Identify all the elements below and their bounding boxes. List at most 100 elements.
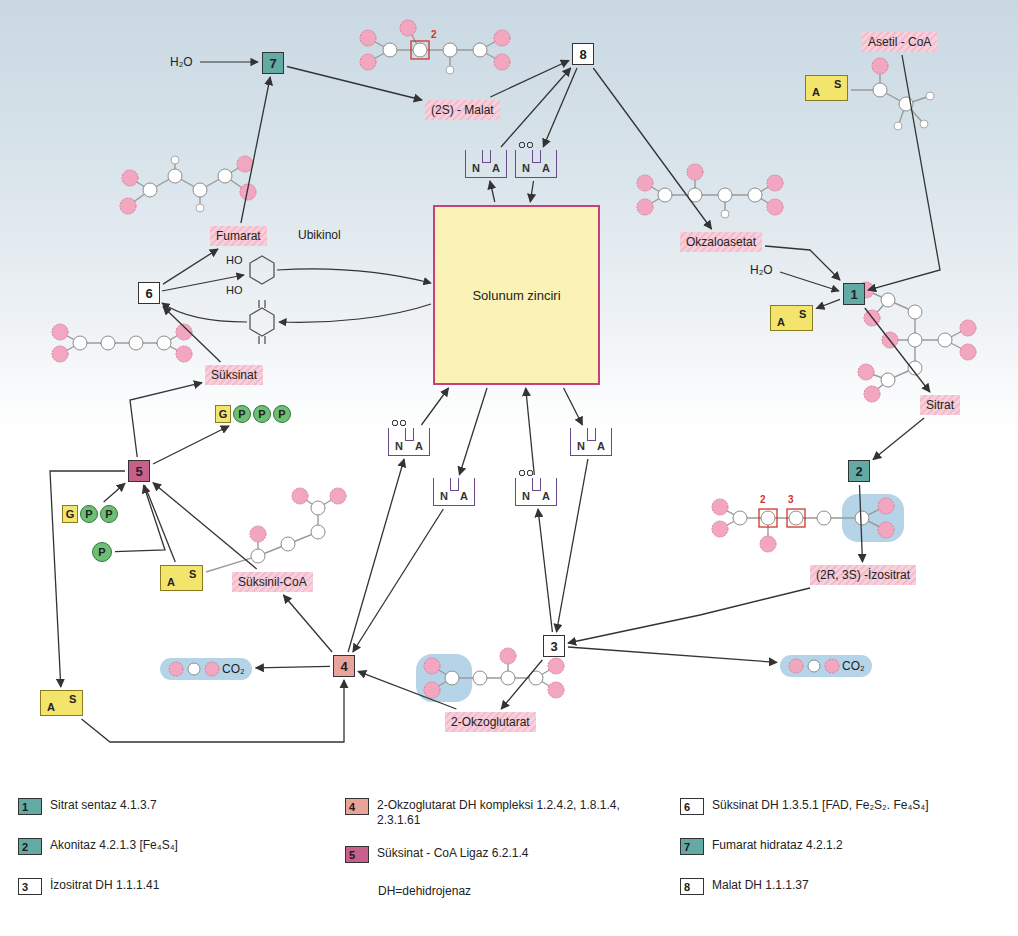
reaction-arrow [490, 61, 569, 98]
succinyl-coa-structure [206, 496, 338, 572]
reaction-arrow [287, 67, 422, 101]
symbol-letter: P [233, 405, 251, 423]
co2-molecule [160, 655, 872, 680]
legend-swatch: 6 [680, 798, 704, 815]
citrate-structure [960, 344, 976, 360]
symbol-letter: A [812, 86, 820, 98]
arrow-line [873, 418, 924, 460]
enzyme-number-box: 4 [333, 655, 355, 677]
malate-structure [360, 20, 510, 74]
co2-molecule [160, 658, 252, 680]
isocitrate-structure [789, 511, 803, 525]
arrow-line [593, 68, 711, 229]
legend-number: 4 [349, 801, 355, 813]
enzyme-number: 4 [340, 659, 347, 674]
enzyme-number-box: 3 [543, 635, 565, 657]
arrow-line [501, 660, 542, 709]
metabolite-name: (2S) - Malat [431, 103, 494, 117]
legend-text: İzositrat DH 1.1.1.41 [50, 878, 159, 893]
legend-text: Fumarat hidrataz 4.2.1.2 [712, 838, 843, 853]
reaction-arrow [153, 483, 257, 569]
citrate-structure [908, 333, 922, 347]
oxaloacetate-structure [637, 175, 653, 191]
acetyl-coa-structure [872, 58, 888, 74]
nad-symbol: NA [433, 478, 475, 506]
arrow-line [868, 55, 940, 290]
reaction-arrow [557, 459, 588, 632]
malate-structure [473, 43, 487, 57]
metabolite-label: Okzaloasetat [680, 232, 762, 252]
acetyl-coa-structure [920, 120, 928, 128]
metabolite-name: Süksinil-CoA [238, 575, 307, 589]
enzyme-number-box: 2 [848, 460, 870, 482]
co2-band: CO₂ [780, 655, 873, 677]
reaction-arrow [568, 647, 777, 662]
molecule-formula: CO₂ [222, 662, 245, 676]
fumarate-structure [143, 183, 157, 197]
succinate-structure [52, 346, 68, 362]
symbol-letter: A [597, 440, 605, 452]
citrate-structure [881, 373, 895, 387]
legend-text: Sitrat sentaz 4.1.3.7 [50, 798, 157, 813]
legend-item: 6Süksinat DH 1.3.5.1 [FAD, Fe₂S₂. Fe₄S₄] [680, 798, 929, 815]
acetyl-coa-structure [926, 92, 934, 100]
succinate-structure [157, 336, 171, 350]
symbol-letter: S [69, 693, 76, 705]
acetyl-coa-structure [873, 83, 887, 97]
malate-structure [360, 54, 376, 70]
reaction-arrow [530, 181, 533, 202]
oxoglutarate-structure [548, 682, 564, 698]
symbol-letter: N [522, 162, 530, 174]
succinyl-coa-structure [330, 488, 346, 504]
symbol-letter: A [47, 701, 55, 713]
arrow-line [153, 426, 229, 464]
oxoglutarate-structure [473, 671, 487, 685]
acetyl-coa-structure [851, 66, 930, 126]
reaction-arrow [568, 588, 810, 643]
enzyme-number: 6 [145, 286, 152, 301]
reaction-arrow [153, 426, 229, 464]
oxaloacetate-structure [637, 164, 783, 218]
reaction-arrow [353, 509, 443, 652]
isocitrate-structure [817, 511, 831, 525]
molecule-formula: CO₂ [842, 659, 865, 673]
reaction-arrow [130, 383, 202, 457]
symbol-letter: P [253, 405, 271, 423]
succinyl-coa-structure [250, 526, 266, 542]
reaction-arrow [82, 680, 345, 742]
water-label: H₂O [170, 55, 193, 69]
acetyl-coa-structure [851, 58, 934, 130]
arrow-line [568, 588, 810, 643]
fumarate-structure [193, 183, 207, 197]
enzyme-number: 2 [855, 464, 862, 479]
enzyme-number: 7 [269, 56, 276, 71]
fumarate-structure [196, 204, 204, 212]
succinate-structure [129, 336, 143, 350]
oxoglutarate-structure [501, 671, 515, 685]
citrate-structure [866, 290, 968, 394]
oxoglutarate-structure [424, 682, 440, 698]
arrow-line [501, 68, 571, 147]
arrow-line [256, 666, 330, 668]
legend-number: 8 [684, 881, 690, 893]
metabolite-label: Asetil - CoA [862, 32, 937, 52]
legend-text: Süksinat - CoA Ligaz 6.2.1.4 [377, 846, 528, 861]
arrow-line [283, 595, 332, 652]
enzyme-number-box: 6 [138, 282, 160, 304]
electron-transfer-arrow [780, 272, 839, 291]
reaction-arrow [816, 299, 840, 308]
oxoglutarate-structure [416, 648, 564, 702]
metabolite-label: (2S) - Malat [425, 100, 500, 120]
citrate-structure [858, 282, 976, 402]
arrow-line [860, 485, 863, 562]
symbol-letter: N [472, 162, 480, 174]
legend-number: 6 [684, 801, 690, 813]
reaction-arrow [358, 671, 456, 709]
oxaloacetate-structure [637, 199, 653, 215]
symbol-letter: N [577, 440, 585, 452]
oxoglutarate-structure [500, 648, 516, 664]
coa-symbol: AS [770, 305, 813, 331]
reaction-arrow [145, 485, 176, 562]
reaction-arrow [459, 388, 487, 475]
symbol-letter: A [167, 576, 175, 588]
